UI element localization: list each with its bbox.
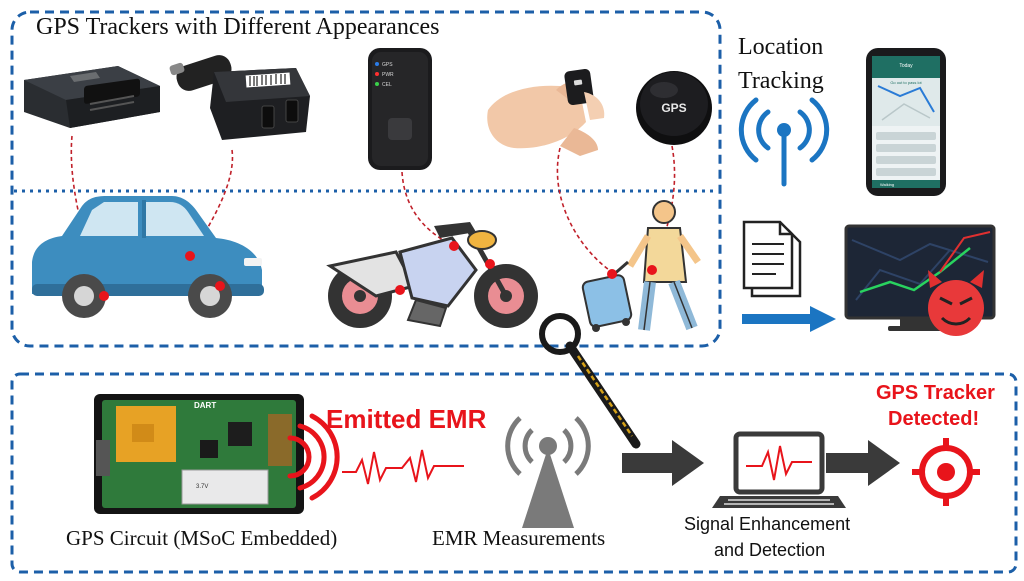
signal-enhancement-label-line2: and Detection bbox=[714, 540, 826, 560]
emr-probe-icon bbox=[539, 313, 641, 449]
emr-waveform-icon bbox=[342, 449, 464, 485]
smartphone-map-icon bbox=[866, 48, 946, 196]
emr-measurements-label: EMR Measurements bbox=[432, 526, 606, 550]
antenna-dot bbox=[777, 123, 791, 137]
traveler-luggage-icon bbox=[581, 200, 701, 332]
signal-enhancement-label-line1: Signal Enhancement bbox=[684, 514, 851, 534]
led-label-gps: GPS bbox=[382, 62, 393, 68]
blue-arrow-icon bbox=[742, 306, 836, 332]
personal-tracker-icon bbox=[368, 48, 432, 170]
car-icon bbox=[32, 196, 264, 318]
battery-label: 3.7V bbox=[196, 484, 208, 490]
emitted-emr-label: Emitted EMR bbox=[326, 404, 487, 434]
gps-puck-icon bbox=[636, 71, 712, 145]
gps-circuit-board-icon bbox=[94, 394, 304, 514]
antenna-broadcast-icon bbox=[738, 97, 830, 187]
gps-tracker-detected-line1: GPS Tracker bbox=[876, 382, 995, 404]
tracker-markers bbox=[99, 241, 657, 301]
bottom-panel-border bbox=[10, 372, 1018, 574]
location-tracking-label-line2: Tracking bbox=[738, 68, 824, 94]
motorcycle-icon bbox=[326, 222, 538, 328]
location-tracking-label-line1: Location bbox=[738, 34, 824, 60]
obd-tracker-icon bbox=[24, 66, 160, 128]
led-label-pwr: PWR bbox=[382, 72, 394, 78]
emission-waves-icon bbox=[287, 413, 340, 501]
phone-app-title: Today bbox=[899, 63, 913, 69]
gray-arrow-2-icon bbox=[826, 440, 900, 486]
documents-icon bbox=[742, 220, 802, 298]
laptop-signal-icon bbox=[712, 431, 846, 508]
top-section-title: GPS Trackers with Different Appearances bbox=[36, 14, 440, 40]
board-brand: DART bbox=[194, 401, 216, 410]
gray-arrow-1-icon bbox=[622, 440, 704, 486]
phone-banner: Go out to pass lot bbox=[890, 80, 922, 85]
led-label-cel: CEL bbox=[382, 82, 392, 88]
hand-mini-tracker-icon bbox=[487, 69, 605, 156]
gps-circuit-label: GPS Circuit (MSoC Embedded) bbox=[66, 526, 338, 550]
gps-puck-label: GPS bbox=[661, 101, 686, 115]
devil-face-icon bbox=[928, 270, 984, 336]
car-charger-tracker-icon bbox=[169, 55, 310, 140]
emr-antenna-icon bbox=[505, 416, 591, 528]
gps-tracker-detected-line2: Detected! bbox=[888, 408, 980, 430]
phone-bottom-bar: Walking bbox=[880, 182, 894, 187]
top-panel-border bbox=[10, 10, 722, 348]
target-detected-icon bbox=[912, 438, 980, 506]
